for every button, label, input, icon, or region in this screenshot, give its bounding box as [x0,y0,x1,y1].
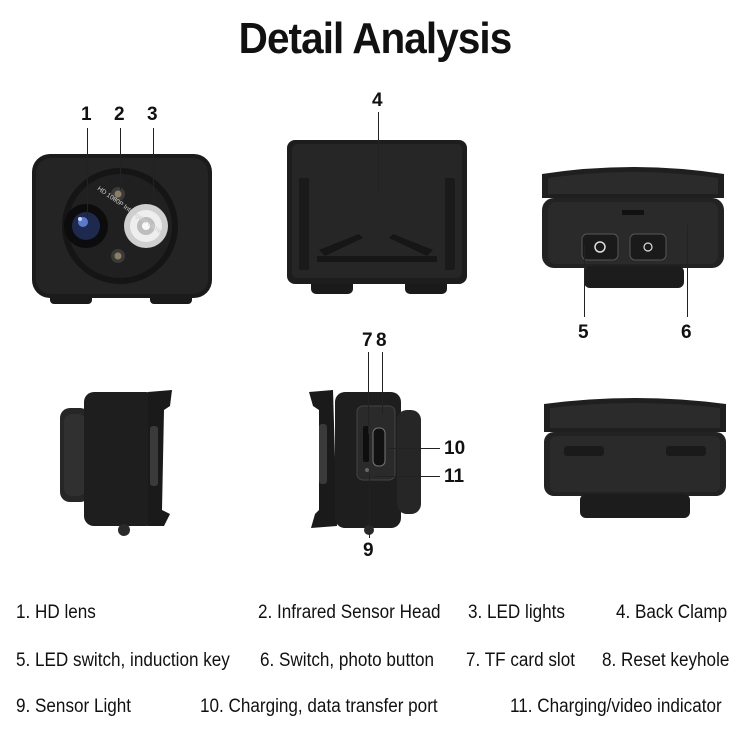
leader-line-7 [368,352,369,434]
legend-item-3: 3. LED lights [468,602,565,623]
leader-line-8 [382,352,383,414]
leader-line-5 [584,245,585,317]
callout-6: 6 [681,322,692,343]
callout-4: 4 [372,90,383,111]
legend-item-5: 5. LED switch, induction key [16,650,230,671]
legend-item-8: 8. Reset keyhole [602,650,730,671]
camera-back-view [287,140,467,294]
legend-item-9: 9. Sensor Light [16,696,132,717]
legend-item-11: 11. Charging/video indicator [510,696,722,717]
legend-item-10: 10. Charging, data transfer port [200,696,438,717]
leader-line-10 [388,448,440,449]
callout-9: 9 [363,540,374,561]
page-title: Detail Analysis [238,14,513,63]
callout-8: 8 [376,330,387,351]
camera-left-side-view [60,390,172,536]
legend-item-6: 6. Switch, photo button [260,650,434,671]
legend-item-2: 2. Infrared Sensor Head [258,602,441,623]
camera-front-view: HD 1080P Intelligent camera [32,154,212,304]
legend-item-4: 4. Back Clamp [616,602,728,623]
leader-line-3 [153,128,154,203]
camera-top-view [542,167,724,288]
camera-right-side-view [309,390,421,535]
legend-item-7: 7. TF card slot [466,650,575,671]
callout-5: 5 [578,322,589,343]
callout-10: 10 [444,438,466,459]
callout-11: 11 [444,466,465,487]
camera-bottom-view [544,398,726,518]
leader-line-1 [87,128,88,218]
leader-line-11 [374,476,440,477]
leader-line-9 [369,474,370,538]
leader-line-4 [378,112,379,192]
leader-line-2 [120,128,121,190]
callout-3: 3 [147,104,158,125]
callout-1: 1 [81,104,92,125]
legend-item-1: 1. HD lens [16,602,96,623]
callout-7: 7 [362,330,373,351]
leader-line-6 [687,225,688,317]
callout-2: 2 [114,104,125,125]
